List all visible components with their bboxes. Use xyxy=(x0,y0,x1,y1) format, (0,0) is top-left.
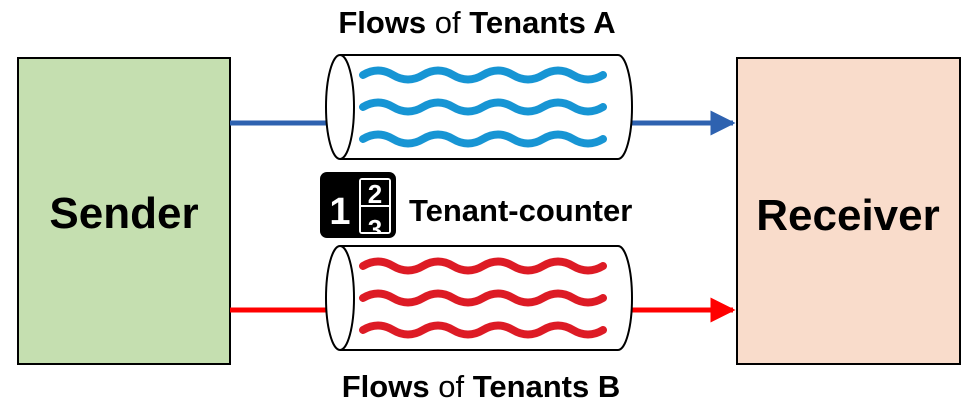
tenant-a-link: Flows of Tenants A xyxy=(230,5,736,160)
tenant-counter-icon: 1 2 3 xyxy=(320,172,396,244)
tenant-b-caption-tenants: Tenants B xyxy=(473,369,621,404)
tenant-b-tunnel xyxy=(325,245,633,351)
tenant-a-tunnel xyxy=(325,54,633,160)
tenant-b-flow-1 xyxy=(359,257,607,275)
receiver-box xyxy=(736,57,961,365)
tenant-a-flow-3 xyxy=(359,130,607,148)
tenant-b-link: Flows of Tenants B xyxy=(230,245,736,404)
counter-digit-top: 2 xyxy=(368,179,382,209)
tenant-a-flow-1 xyxy=(359,66,607,84)
tenant-a-caption: Flows of Tenants A xyxy=(338,5,615,40)
tenant-b-flow-3 xyxy=(359,321,607,339)
tenant-a-caption-flows: Flows xyxy=(338,5,426,40)
tenant-a-flow-2 xyxy=(359,98,607,116)
tenant-b-caption-of: of xyxy=(430,369,473,404)
receiver-node: Receiver xyxy=(736,57,961,365)
tenant-a-caption-tenants: Tenants A xyxy=(469,5,615,40)
sender-node: Sender xyxy=(17,57,231,365)
tenant-b-caption: Flows of Tenants B xyxy=(342,369,621,404)
tenant-counter-label: Tenant-counter xyxy=(409,193,632,228)
sender-box xyxy=(17,57,231,365)
sender-label: Sender xyxy=(49,189,198,238)
counter-digit-bottom: 3 xyxy=(368,214,382,244)
tenant-a-caption-of: of xyxy=(426,5,469,40)
tenant-b-tunnel-mouth xyxy=(325,245,355,351)
tenant-b-caption-flows: Flows xyxy=(342,369,430,404)
tenant-counter: 1 2 3 Tenant-counter xyxy=(320,172,632,244)
receiver-label: Receiver xyxy=(756,191,939,240)
tenant-b-flow-2 xyxy=(359,289,607,307)
counter-digit-main: 1 xyxy=(329,191,350,233)
tenant-a-tunnel-mouth xyxy=(325,54,355,160)
